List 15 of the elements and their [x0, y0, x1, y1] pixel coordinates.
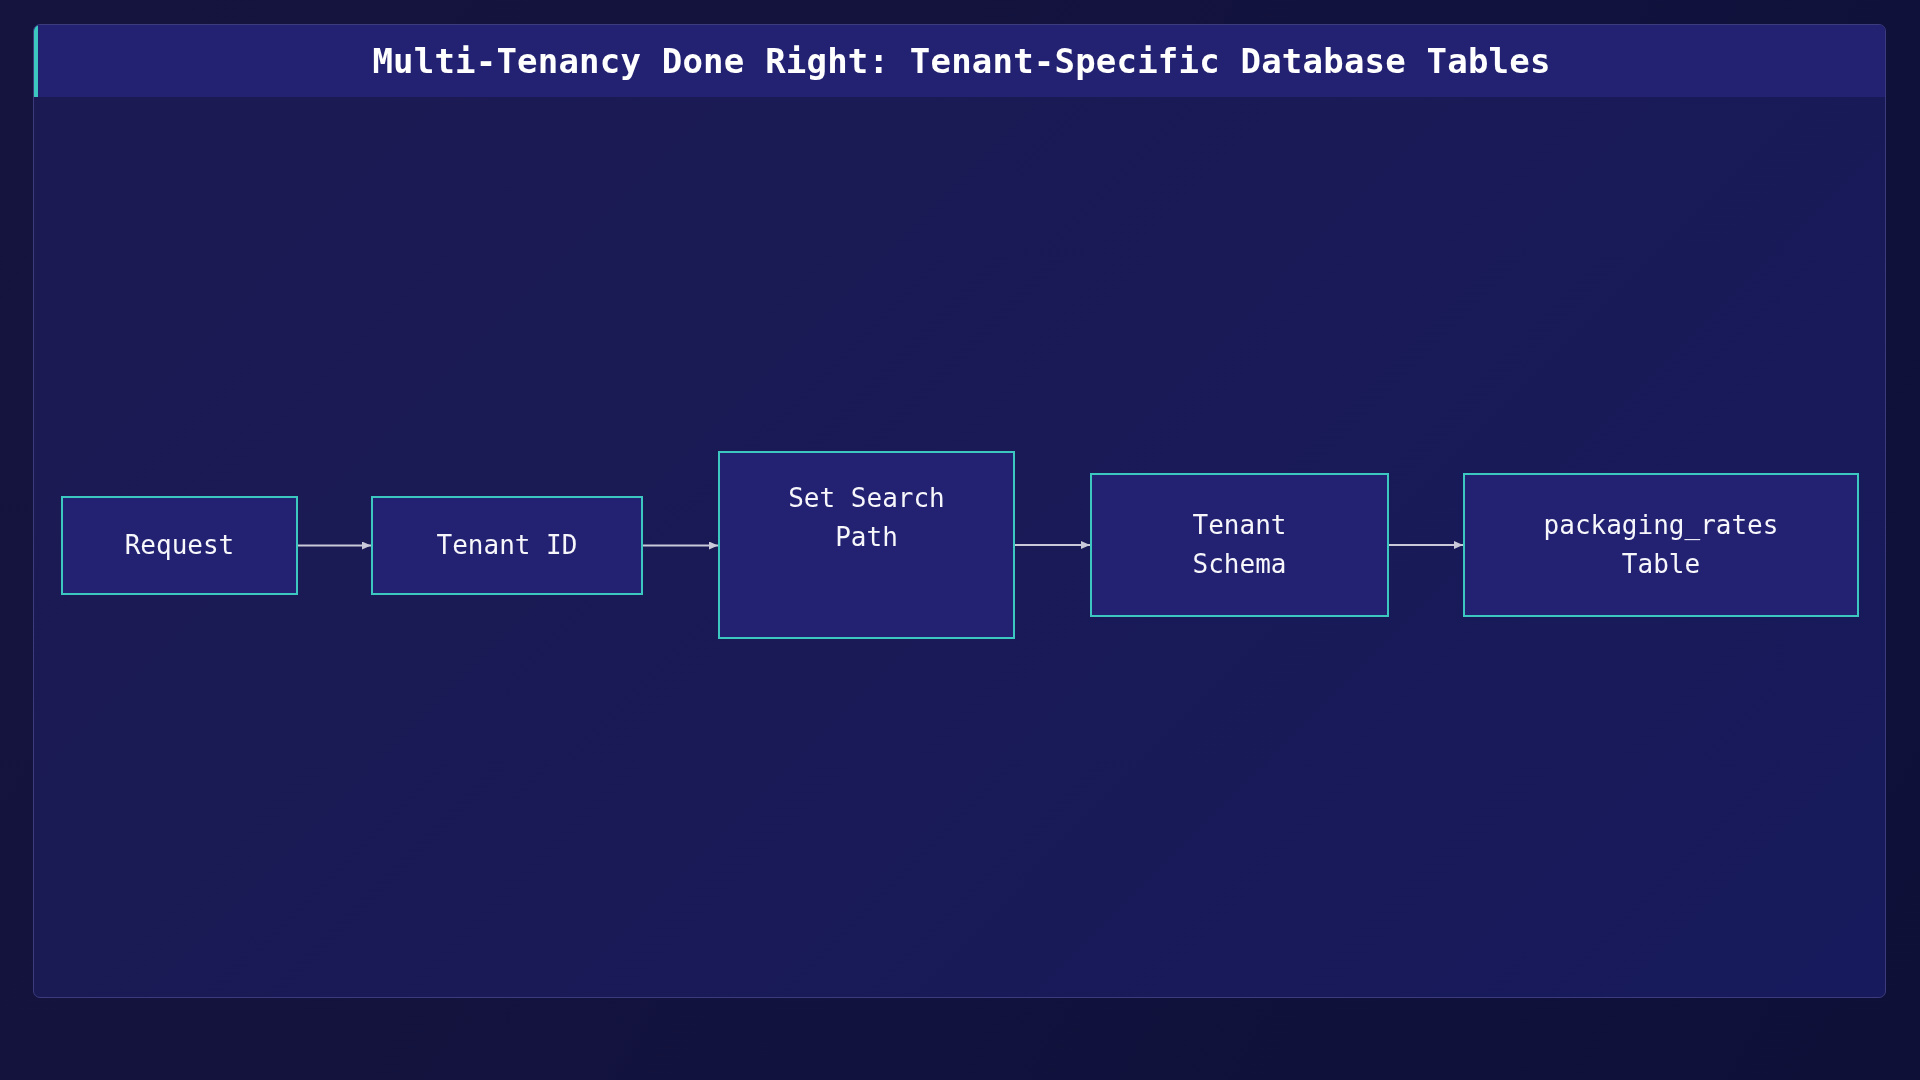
- arrow: [1388, 541, 1464, 549]
- process-box: [1463, 473, 1859, 617]
- node-label: Tenant ID: [436, 529, 578, 562]
- diagram-title: Multi-Tenancy Done Right: Tenant-Specific Database Tables: [372, 41, 1551, 81]
- process-box: [371, 496, 643, 595]
- node-label: Request: [124, 529, 235, 562]
- arrow: [297, 541, 372, 550]
- process-box: [61, 496, 298, 595]
- process-box: [1090, 473, 1389, 617]
- node-label: Set Search Path: [787, 482, 946, 554]
- node-label: packaging_rates Table: [1542, 509, 1780, 581]
- arrow: [1014, 541, 1091, 549]
- arrow: [642, 541, 719, 550]
- process-box: [718, 451, 1015, 639]
- node-label: Tenant Schema: [1191, 509, 1288, 581]
